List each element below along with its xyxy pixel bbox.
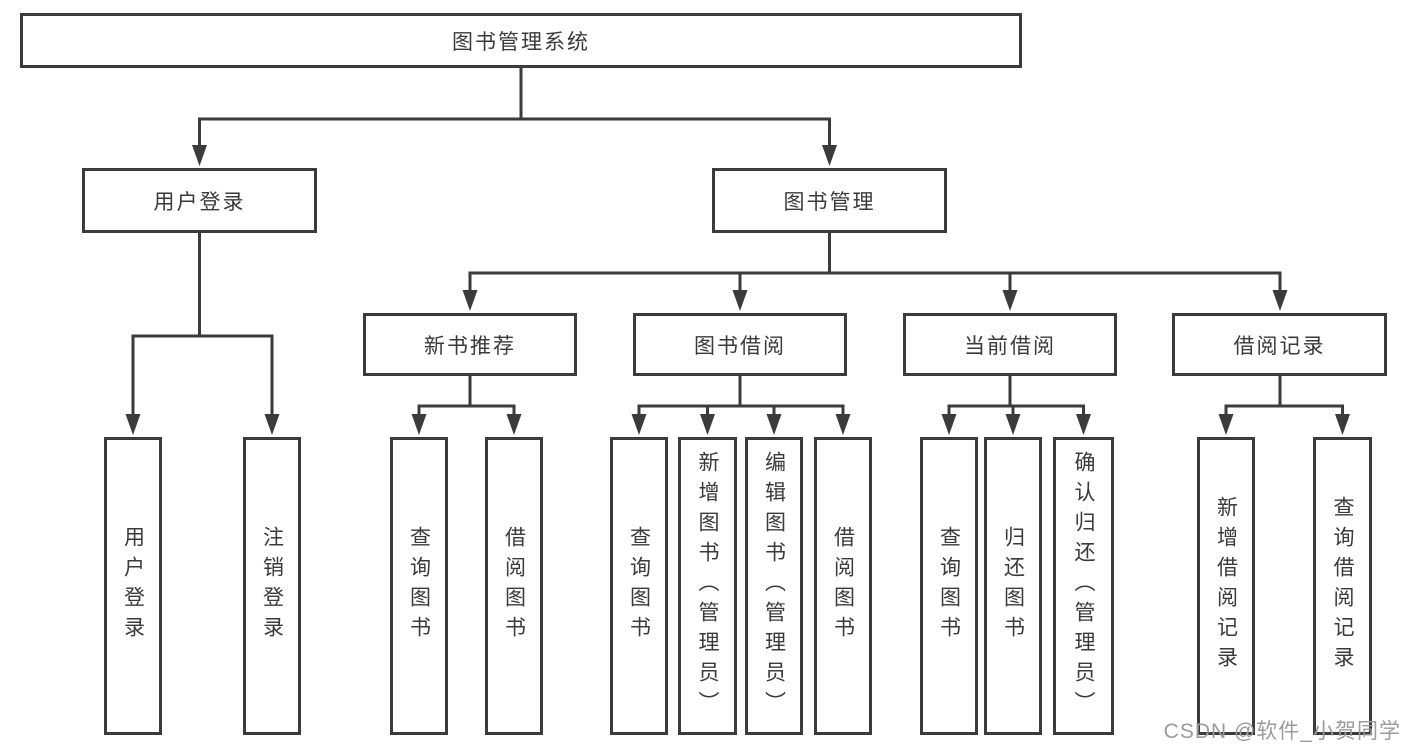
node-current-borrowing: 当前借阅 [903,313,1117,376]
leaf-newbooks-query-books: 查询图书 [390,437,448,735]
arrowheads [125,145,1350,435]
leaf-borrowing-query-books: 查询图书 [610,437,668,735]
node-root: 图书管理系统 [20,13,1022,68]
node-book-management: 图书管理 [712,168,947,233]
node-book-borrowing: 图书借阅 [633,313,847,376]
leaf-borrowing-edit-books-admin: 编辑图书（管理员） [745,437,803,735]
leaf-records-query-record: 查询借阅记录 [1313,437,1372,735]
leaf-records-add-record: 新增借阅记录 [1197,437,1255,735]
node-borrowing-records: 借阅记录 [1172,313,1387,376]
leaf-current-return-books: 归还图书 [984,437,1042,735]
leaf-current-confirm-return-admin: 确认归还（管理员） [1053,437,1114,735]
node-new-book-recommendation: 新书推荐 [363,313,577,376]
watermark-text: CSDN @软件_小贺同学 [1163,720,1401,743]
leaf-borrowing-add-books-admin: 新增图书（管理员） [678,437,737,735]
leaf-borrowing-borrow-books: 借阅图书 [814,437,872,735]
leaf-current-query-books: 查询图书 [920,437,978,735]
leaf-newbooks-borrow-books: 借阅图书 [485,437,543,735]
leaf-logout-login: 注销登录 [243,437,301,735]
node-user-login: 用户登录 [82,168,317,233]
leaf-user-login: 用户登录 [104,437,162,735]
